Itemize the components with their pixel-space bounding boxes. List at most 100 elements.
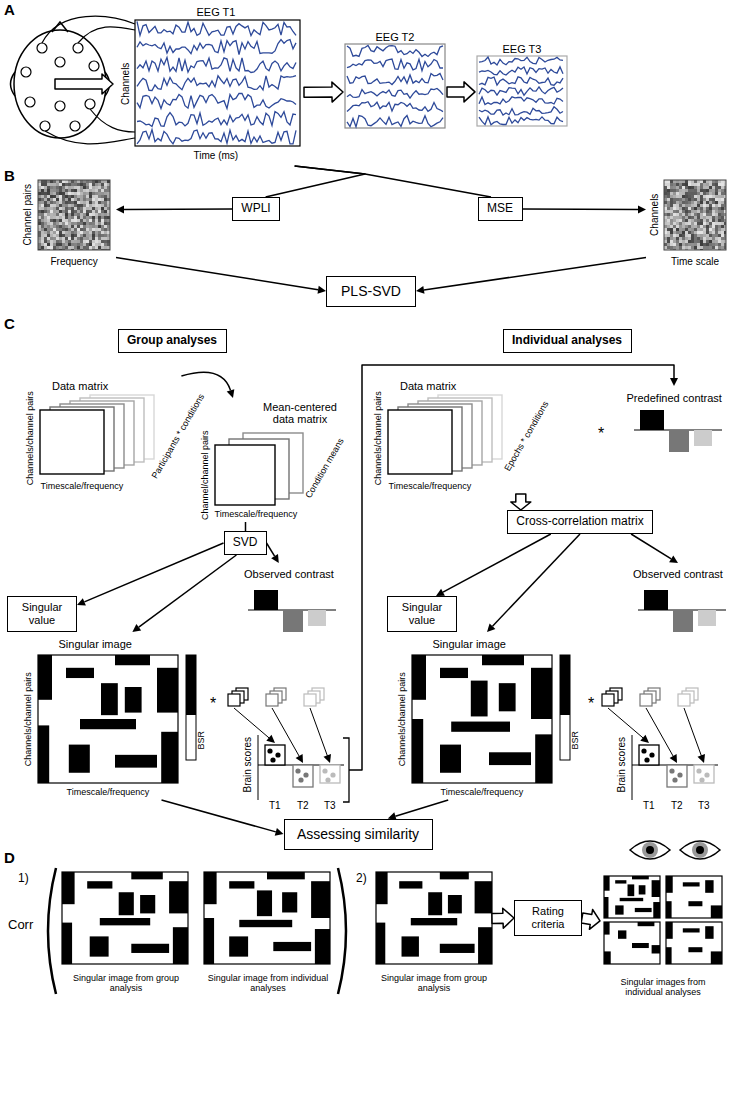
heatmap-cell [688,201,691,204]
saliency-block [632,876,649,879]
heatmap-cell [682,234,685,237]
singular-image: Singular imageChannels/channel pairsTime… [16,632,210,800]
heatmap-cell [715,225,718,228]
heatmap-cell [47,189,50,192]
axis-label: Data matrix [400,380,456,393]
heatmap-cell [74,228,77,231]
heatmap-cell [98,246,101,249]
saliency-block [618,930,626,938]
heatmap-cell [688,228,691,231]
heatmap-cell [721,189,724,192]
heatmap-cell [104,228,107,231]
saliency-block [711,905,722,918]
heatmap-cell [700,195,703,198]
heatmap-cell [721,201,724,204]
block-arrow [447,82,475,102]
heatmap-cell [68,201,71,204]
heatmap-cell [673,183,676,186]
heatmap-cell [80,213,83,216]
heatmap-cell [47,192,50,195]
block-arrow [511,494,531,510]
heatmap-cell [703,195,706,198]
heatmap-cell [676,228,679,231]
heatmap-cell [62,231,65,234]
saliency-block [399,881,422,888]
heatmap-cell [694,216,697,219]
heatmap-cell [65,243,68,246]
axis-label: EEG T2 [376,31,415,44]
heatmap-cell [718,189,721,192]
connector-line [245,522,247,531]
saliency-block [683,928,700,932]
heatmap-cell [80,189,83,192]
heatmap-cell [703,198,706,201]
matrix-sheet [40,410,104,474]
heatmap-cell [721,240,724,243]
heatmap-cell [670,195,673,198]
heatmap-cell [101,237,104,240]
heatmap-cell [86,189,89,192]
heatmap-cell [718,213,721,216]
heatmap-cell [682,225,685,228]
heatmap-cell [715,201,718,204]
heatmap-cell [65,201,68,204]
heatmap-cell [673,213,676,216]
small-matrix [228,694,240,706]
heatmap-cell [676,246,679,249]
pupil [696,846,704,854]
heatmap-cell [56,192,59,195]
heatmap-cell [703,213,706,216]
heatmap-cell [700,222,703,225]
heatmap-cell [679,189,682,192]
heatmap-cell [89,234,92,237]
heatmap-cell [92,228,95,231]
heatmap-cell [98,231,101,234]
arrow-head [318,286,327,294]
heatmap-cell [679,225,682,228]
electrode [55,101,65,111]
heatmap-cell [670,189,673,192]
heatmap-cell [77,204,80,207]
saliency-block [376,923,385,964]
heatmap-cell [101,186,104,189]
heatmap-cell [92,240,95,243]
heatmap-cell [670,201,673,204]
heatmap-cell [71,186,74,189]
heatmap-cell [56,228,59,231]
heatmap-cell [703,240,706,243]
heatmap-cell [59,192,62,195]
heatmap-cell [95,231,98,234]
heatmap-cell [65,207,68,210]
axis-label: Timescale/frequency [441,787,524,797]
heatmap-cell [80,243,83,246]
heatmap-cell [673,228,676,231]
heatmap-cell [709,219,712,222]
heatmap-cell [80,216,83,219]
heatmap-cell [691,222,694,225]
saliency-block [204,872,217,904]
heatmap-cell [104,219,107,222]
heatmap-cell [715,216,718,219]
heatmap-cell [101,198,104,201]
saliency-block [62,872,75,904]
heatmap-cell [101,183,104,186]
heatmap-cell [44,207,47,210]
heatmap-cell [56,234,59,237]
box-text: WPLI [241,202,270,216]
connector-line [139,555,237,627]
eeg-trace [479,107,563,115]
heatmap-cell [83,240,86,243]
brain-scores: Brain scoresT1T2T3 [610,724,728,816]
heatmap-cell [101,219,104,222]
heatmap-cell [688,186,691,189]
heatmap-cell [89,198,92,201]
heatmap-cell [74,204,77,207]
connector [245,522,246,531]
eeg-trace [347,89,443,99]
saliency-block [632,943,649,948]
heatmap-cell [62,213,65,216]
saliency-block [604,922,610,935]
heatmap-cell [98,201,101,204]
heatmap-cell [697,189,700,192]
heatmap-cell [80,228,83,231]
